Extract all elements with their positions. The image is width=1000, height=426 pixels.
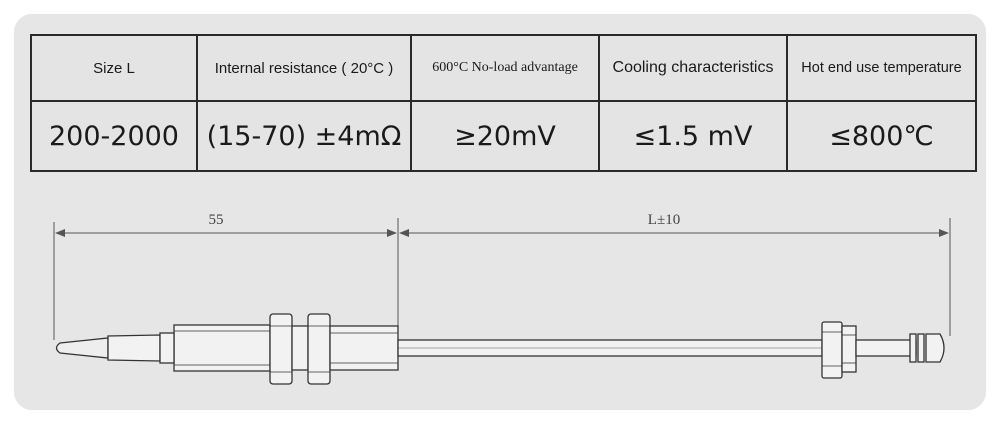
table-value-row: 200-2000 (15-70) ±4mΩ ≥20mV ≤1.5 mV ≤800… bbox=[30, 100, 977, 172]
header-internal-resistance: Internal resistance ( 20°C ) bbox=[196, 34, 412, 102]
value-internal-resistance: (15-70) ±4mΩ bbox=[196, 100, 412, 172]
dimension-label-55: 55 bbox=[209, 212, 224, 228]
header-hot-end-temperature: Hot end use temperature bbox=[786, 34, 977, 102]
value-hot-end-temperature: ≤800℃ bbox=[786, 100, 977, 172]
value-no-load-advantage: ≥20mV bbox=[410, 100, 600, 172]
dimension-label-length: L±10 bbox=[648, 212, 680, 228]
header-cooling-characteristics: Cooling characteristics bbox=[598, 34, 788, 102]
value-cooling-characteristics: ≤1.5 mV bbox=[598, 100, 788, 172]
table-header-row: Size L Internal resistance ( 20°C ) 600°… bbox=[30, 34, 977, 102]
spec-table: Size L Internal resistance ( 20°C ) 600°… bbox=[30, 34, 977, 172]
probe-body bbox=[55, 313, 945, 385]
header-no-load-advantage: 600°C No-load advantage bbox=[410, 34, 600, 102]
value-size: 200-2000 bbox=[30, 100, 198, 172]
header-size: Size L bbox=[30, 34, 198, 102]
dimension-lines bbox=[53, 218, 951, 340]
